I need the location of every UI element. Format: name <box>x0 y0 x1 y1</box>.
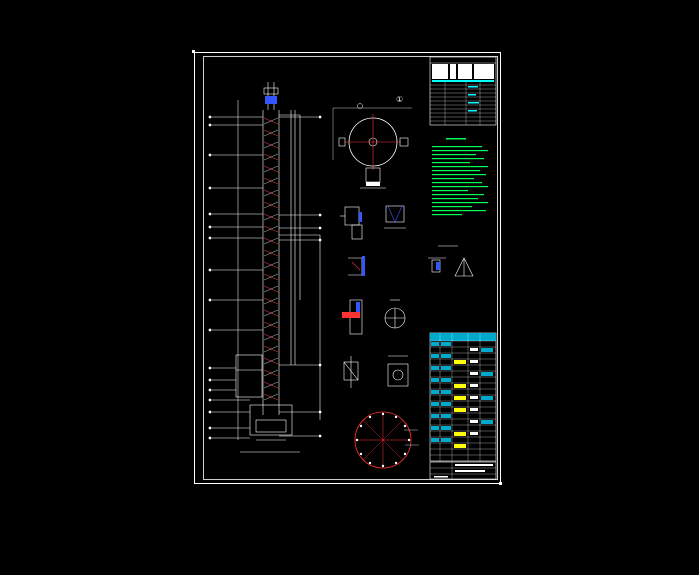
detail-d <box>342 299 363 335</box>
plan-view-mark: ① <box>396 95 403 104</box>
detail-c <box>348 256 365 276</box>
title-block <box>429 461 497 480</box>
column-tray-lines <box>263 117 279 401</box>
technical-notes <box>432 138 488 216</box>
plan-view: ① <box>332 95 412 189</box>
detail-h <box>428 245 474 277</box>
detail-g <box>387 355 409 387</box>
corner-mark-br <box>499 482 502 485</box>
design-data-table <box>429 56 497 126</box>
column-leader-marks-right <box>318 115 322 438</box>
sheet-outer-border <box>194 52 501 484</box>
column-leaders-right <box>279 116 318 437</box>
corner-mark-tl <box>192 50 195 53</box>
nozzle-table <box>429 332 497 462</box>
column-leaders-left <box>212 100 263 440</box>
detail-b <box>384 205 406 229</box>
column-leader-marks-left <box>208 115 212 440</box>
column-top-cap <box>265 96 277 104</box>
detail-e <box>384 299 406 329</box>
detail-a <box>340 206 363 240</box>
column-trays <box>263 117 279 401</box>
sheet-inner-border <box>203 56 498 480</box>
detail-f <box>343 356 359 388</box>
tray-plan-view <box>354 411 419 469</box>
column-elevation <box>235 82 321 453</box>
